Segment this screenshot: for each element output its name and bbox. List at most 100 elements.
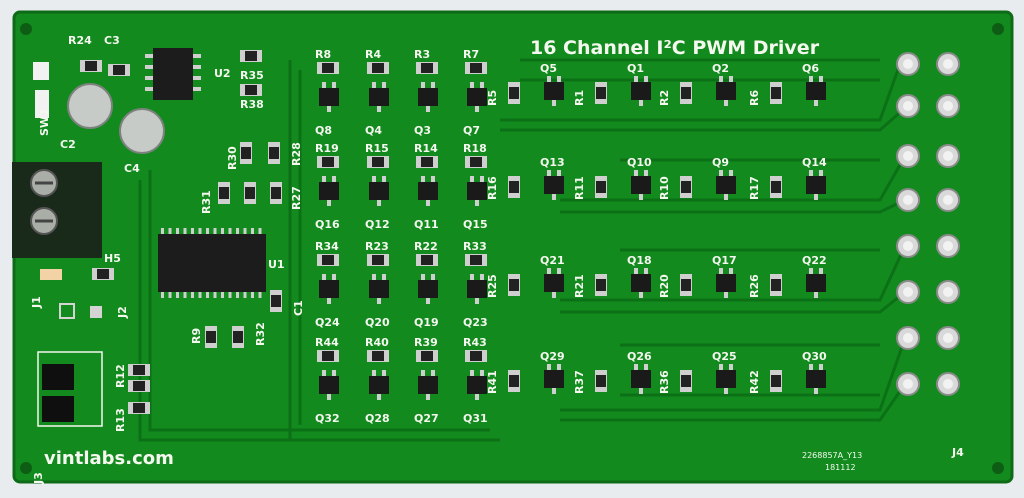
output-pin-header xyxy=(896,52,960,396)
silk-label: R2 xyxy=(658,90,671,106)
regulator-ic-u2 xyxy=(153,48,193,100)
sot23-transistor xyxy=(631,170,651,200)
smd-resistor xyxy=(465,62,487,74)
smd-resistor xyxy=(595,176,607,198)
silk-label: R37 xyxy=(573,370,586,394)
silk-label: R19 xyxy=(315,142,339,155)
silk-label: Q12 xyxy=(365,218,390,231)
traces xyxy=(138,58,907,442)
terminal-block xyxy=(12,162,102,258)
smd-resistor xyxy=(244,182,256,204)
sot23-transistor xyxy=(319,274,339,304)
silk-label: R39 xyxy=(414,336,438,349)
smd-resistor xyxy=(770,370,782,392)
sot23-transistor xyxy=(716,268,736,298)
silk-label: Q32 xyxy=(315,412,340,425)
silk-label: R32 xyxy=(254,322,267,346)
smd-resistor xyxy=(367,350,389,362)
smd-resistor xyxy=(465,350,487,362)
silk-label: R44 xyxy=(315,336,339,349)
silk-label: Q6 xyxy=(802,62,819,75)
silk-label: C3 xyxy=(104,34,120,47)
smd-resistor xyxy=(508,370,520,392)
silk-label: J4 xyxy=(951,446,964,459)
sot23-transistor xyxy=(544,364,564,394)
smd-resistor xyxy=(770,176,782,198)
smd-resistor xyxy=(770,274,782,296)
silk-label: H5 xyxy=(104,252,121,265)
smd-resistor xyxy=(240,50,262,62)
silk-label: R9 xyxy=(190,328,203,344)
silk-label: R17 xyxy=(748,176,761,200)
silk-label: R20 xyxy=(658,274,671,298)
smd-resistor xyxy=(317,254,339,266)
sot23-transistor xyxy=(467,370,487,400)
silk-label: R12 xyxy=(114,364,127,388)
silk-label: R18 xyxy=(463,142,487,155)
sot23-transistor xyxy=(418,370,438,400)
silk-label: R26 xyxy=(748,274,761,298)
silk-label: Q11 xyxy=(414,218,439,231)
silk-label: C4 xyxy=(124,162,140,175)
silk-label: R40 xyxy=(365,336,389,349)
smd-resistor xyxy=(416,62,438,74)
smd-resistor xyxy=(416,254,438,266)
silk-label: R6 xyxy=(748,90,761,106)
silk-label: R15 xyxy=(365,142,389,155)
smd-resistor xyxy=(508,176,520,198)
silk-label: C2 xyxy=(60,138,76,151)
pca9685-ic-u1 xyxy=(158,234,266,292)
board-title: 16 Channel I²C PWM Driver xyxy=(530,37,820,59)
pad-j1-j2 xyxy=(40,269,102,319)
smd-resistor xyxy=(317,156,339,168)
smd-resistor xyxy=(508,82,520,104)
silk-label: Q1 xyxy=(627,62,644,75)
sot23-transistor xyxy=(631,76,651,106)
silk-label: R25 xyxy=(486,274,499,298)
sot23-transistor xyxy=(631,268,651,298)
sot23-transistor xyxy=(716,76,736,106)
sot23-transistor xyxy=(319,176,339,206)
silk-label: R35 xyxy=(240,69,264,82)
smd-resistor xyxy=(205,326,217,348)
smd-resistor xyxy=(240,84,262,96)
silk-label: Q7 xyxy=(463,124,480,137)
sot23-transistor xyxy=(319,370,339,400)
smd-resistor xyxy=(270,290,282,312)
silk-label: R5 xyxy=(486,90,499,106)
sot23-transistor xyxy=(544,76,564,106)
silk-label: Q18 xyxy=(627,254,652,267)
smd-resistor xyxy=(128,364,150,376)
silk-label: SW1 xyxy=(38,108,51,136)
sot23-transistor xyxy=(806,364,826,394)
sot23-transistor xyxy=(806,268,826,298)
date-code: 181112 xyxy=(825,463,856,472)
silk-label: R4 xyxy=(365,48,381,61)
smd-resistor xyxy=(367,254,389,266)
silk-label: R3 xyxy=(414,48,430,61)
smd-resistor xyxy=(416,156,438,168)
silk-label: Q19 xyxy=(414,316,439,329)
sot23-transistor xyxy=(467,82,487,112)
silk-label: R43 xyxy=(463,336,487,349)
smd-resistor xyxy=(680,274,692,296)
smd-resistor xyxy=(128,402,150,414)
silk-label: Q8 xyxy=(315,124,332,137)
silk-label: Q10 xyxy=(627,156,652,169)
smd-resistor xyxy=(465,254,487,266)
silk-label: R24 xyxy=(68,34,92,47)
silk-label: R1 xyxy=(573,90,586,106)
sot23-transistor xyxy=(806,76,826,106)
sot23-transistor xyxy=(544,170,564,200)
header-pins-sw1 xyxy=(33,62,49,118)
sot23-transistor xyxy=(467,176,487,206)
silk-label: Q17 xyxy=(712,254,737,267)
silk-label: J2 xyxy=(116,306,129,319)
sot23-transistor xyxy=(467,274,487,304)
silk-label: J1 xyxy=(30,296,43,309)
silk-label: Q29 xyxy=(540,350,565,363)
smd-resistor xyxy=(416,350,438,362)
smd-resistor xyxy=(680,82,692,104)
silk-label: Q27 xyxy=(414,412,439,425)
